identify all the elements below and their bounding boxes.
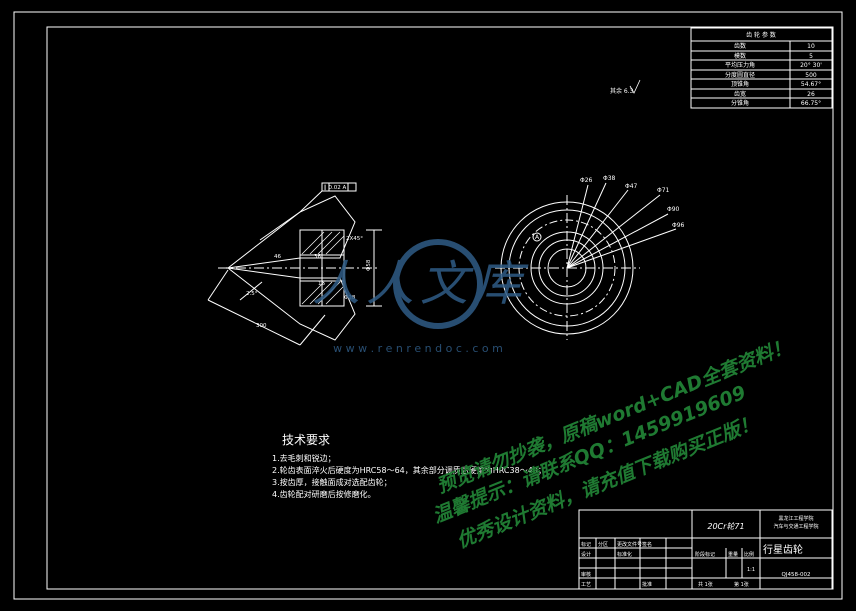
school-name: 黑龙江工程学院 (778, 515, 813, 522)
param-label: 齿宽 (734, 90, 746, 98)
param-value: 10 (807, 43, 815, 50)
label-process: 工艺 (581, 582, 591, 588)
param-value: 54.67° (801, 81, 821, 88)
dim-angle: 2.5° (246, 291, 258, 297)
param-value: 66.75° (801, 100, 821, 107)
label-design: 设计 (581, 551, 591, 558)
dim-diameter: Φ71 (657, 187, 670, 194)
dim-bore: Φ58 (366, 259, 372, 271)
gear-end-view (495, 182, 677, 340)
label-ratio: 比例 (744, 551, 754, 558)
dim-width: 36 (314, 254, 321, 260)
dim-length: 300 (256, 323, 267, 329)
label-sheet: 第 1张 (734, 581, 749, 588)
drawing-code: 20Cr轮71 (707, 522, 744, 531)
scale-value: 1:1 (747, 567, 755, 573)
label-stage: 阶段标记 (695, 551, 715, 558)
tech-req-item: 4.齿轮配对研磨后按修磨化。 (272, 489, 376, 499)
watermark-url: w w w . r e n r e n d o c . c o m (333, 342, 503, 355)
tech-req-item: 3.按齿厚，接触面成对选配齿轮； (272, 477, 392, 487)
gear-end-dims: A Φ26 Φ38 Φ47 Φ71 Φ90 Φ96 (535, 175, 685, 241)
dim-diameter: Φ47 (625, 183, 638, 190)
tech-req-item: 1.去毛刺和锐边； (272, 453, 336, 463)
param-value: 5 (809, 53, 813, 60)
title-block (578, 509, 833, 590)
tech-req-title: 技术要求 (282, 433, 330, 447)
label-mark: 标记 (581, 541, 591, 548)
dim-keyway: 16 (318, 281, 325, 287)
label-total: 共 1张 (698, 581, 713, 588)
dim-small: 46 (274, 254, 281, 260)
watermark-text: 预览请勿抄袭，原稿word+CAD全套资料！ 温馨提示：请联系QQ：145991… (430, 335, 794, 553)
dim-diameter: Φ90 (667, 206, 680, 213)
param-value: 20° 30' (800, 62, 822, 69)
dim-diameter: Φ38 (603, 175, 616, 182)
param-label: 平均压力角 (725, 61, 755, 69)
drawing-number: QJ458-002 (782, 572, 811, 578)
param-table-title: 齿 轮 参 数 (746, 31, 776, 39)
label-std: 标准化 (617, 551, 632, 558)
watermark-brand: 人人文库 (312, 256, 529, 312)
label-sign: 签名 (642, 541, 652, 548)
tech-req-item: 2.轮齿表面淬火后硬度为HRC58～64，其余部分调质后硬度为HRC38～40； (272, 465, 546, 475)
dim-diameter: Φ26 (580, 177, 593, 184)
gear-section-view (207, 182, 382, 346)
outer-border (13, 11, 843, 600)
dim-hub: Φ28 (344, 295, 356, 301)
logo-ring-icon (393, 239, 483, 329)
param-label: 齿数 (734, 42, 746, 50)
param-value: 26 (807, 91, 815, 98)
department-name: 汽车与交通工程学院 (773, 523, 818, 530)
param-table: 齿 轮 参 数 齿数 10 模数 5 平均压力角 20° 30' 分度圆直径 5… (690, 27, 833, 109)
tolerance-frame-text: ∥ 0.02 A (324, 184, 346, 191)
label-check: 审核 (581, 571, 591, 578)
watermark-logo: 人人文库 w w w . r e n r e n d o c . c o m (312, 239, 529, 355)
label-zone: 分区 (598, 541, 608, 548)
tech-requirements: 技术要求 1.去毛刺和锐边； 2.轮齿表面淬火后硬度为HRC58～64，其余部分… (272, 433, 546, 499)
param-label: 模数 (734, 52, 746, 60)
part-name: 行星齿轮 (763, 543, 803, 556)
inner-border (46, 26, 834, 590)
param-label: 顶锥角 (731, 80, 749, 88)
label-change: 更改文件号 (617, 541, 642, 548)
label-approve: 批准 (642, 581, 652, 588)
roughness-note: 其余 6.3 (610, 79, 641, 95)
param-label: 分锥角 (731, 99, 749, 107)
section-hatch (301, 231, 345, 305)
param-label: 分度圆直径 (725, 71, 755, 79)
param-value: 500 (805, 72, 817, 79)
title-block-text: 20Cr轮71 黑龙江工程学院 汽车与交通工程学院 行星齿轮 QJ458-002… (581, 515, 819, 588)
datum-label: A (535, 234, 540, 241)
dim-chamfer: 2X45° (346, 236, 363, 242)
dim-diameter: Φ96 (672, 222, 685, 229)
gear-section-dims: ∥ 0.02 A Φ58 2X45° 36 Φ28 16 46 2.5° 300 (246, 184, 372, 329)
label-weight: 重量 (728, 551, 738, 558)
svg-text:其余 6.3: 其余 6.3 (610, 87, 634, 95)
